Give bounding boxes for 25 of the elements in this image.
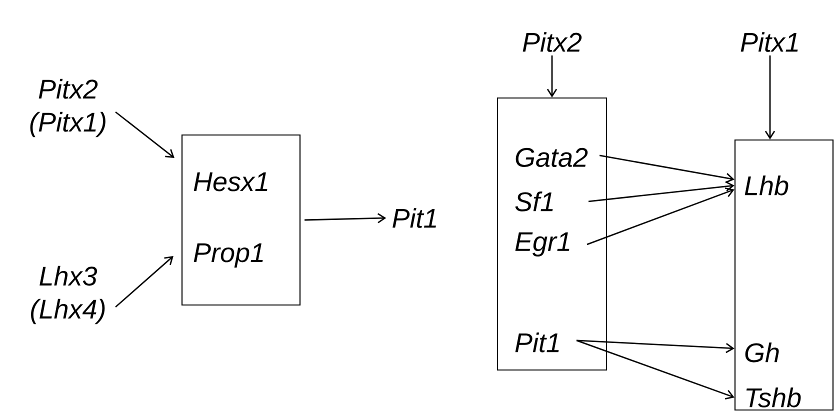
arrow <box>546 55 558 98</box>
gene-label: Gh <box>745 342 779 362</box>
arrow <box>115 111 174 158</box>
arrow <box>588 181 734 202</box>
gene-label: Egr1 <box>515 232 570 257</box>
gene-group-box <box>496 97 608 371</box>
gene-label: Sf1 <box>515 192 553 212</box>
gene-label: Pit1 <box>515 332 559 352</box>
arrow <box>115 256 174 308</box>
gene-box: Hesx1 Prop1 <box>181 134 301 306</box>
gene-label: Gata2 <box>516 148 588 167</box>
gene-label: Pitx1 <box>740 32 798 52</box>
arrow <box>576 340 734 400</box>
gene-label: Pitx2 <box>522 32 582 52</box>
target-gene-box <box>734 139 834 411</box>
arrow <box>586 187 734 246</box>
gene-label: Pitx2 (Pitx1) <box>30 78 106 138</box>
gene-label: Tshb <box>746 388 801 408</box>
arrow <box>576 340 734 354</box>
gene-label: Lhb <box>744 176 788 196</box>
arrow <box>764 55 776 140</box>
arrow <box>304 213 386 224</box>
gene-label: Pit1 <box>392 208 436 228</box>
gene-label: Lhx3 (Lhx4) <box>31 266 105 324</box>
arrow <box>599 154 734 184</box>
